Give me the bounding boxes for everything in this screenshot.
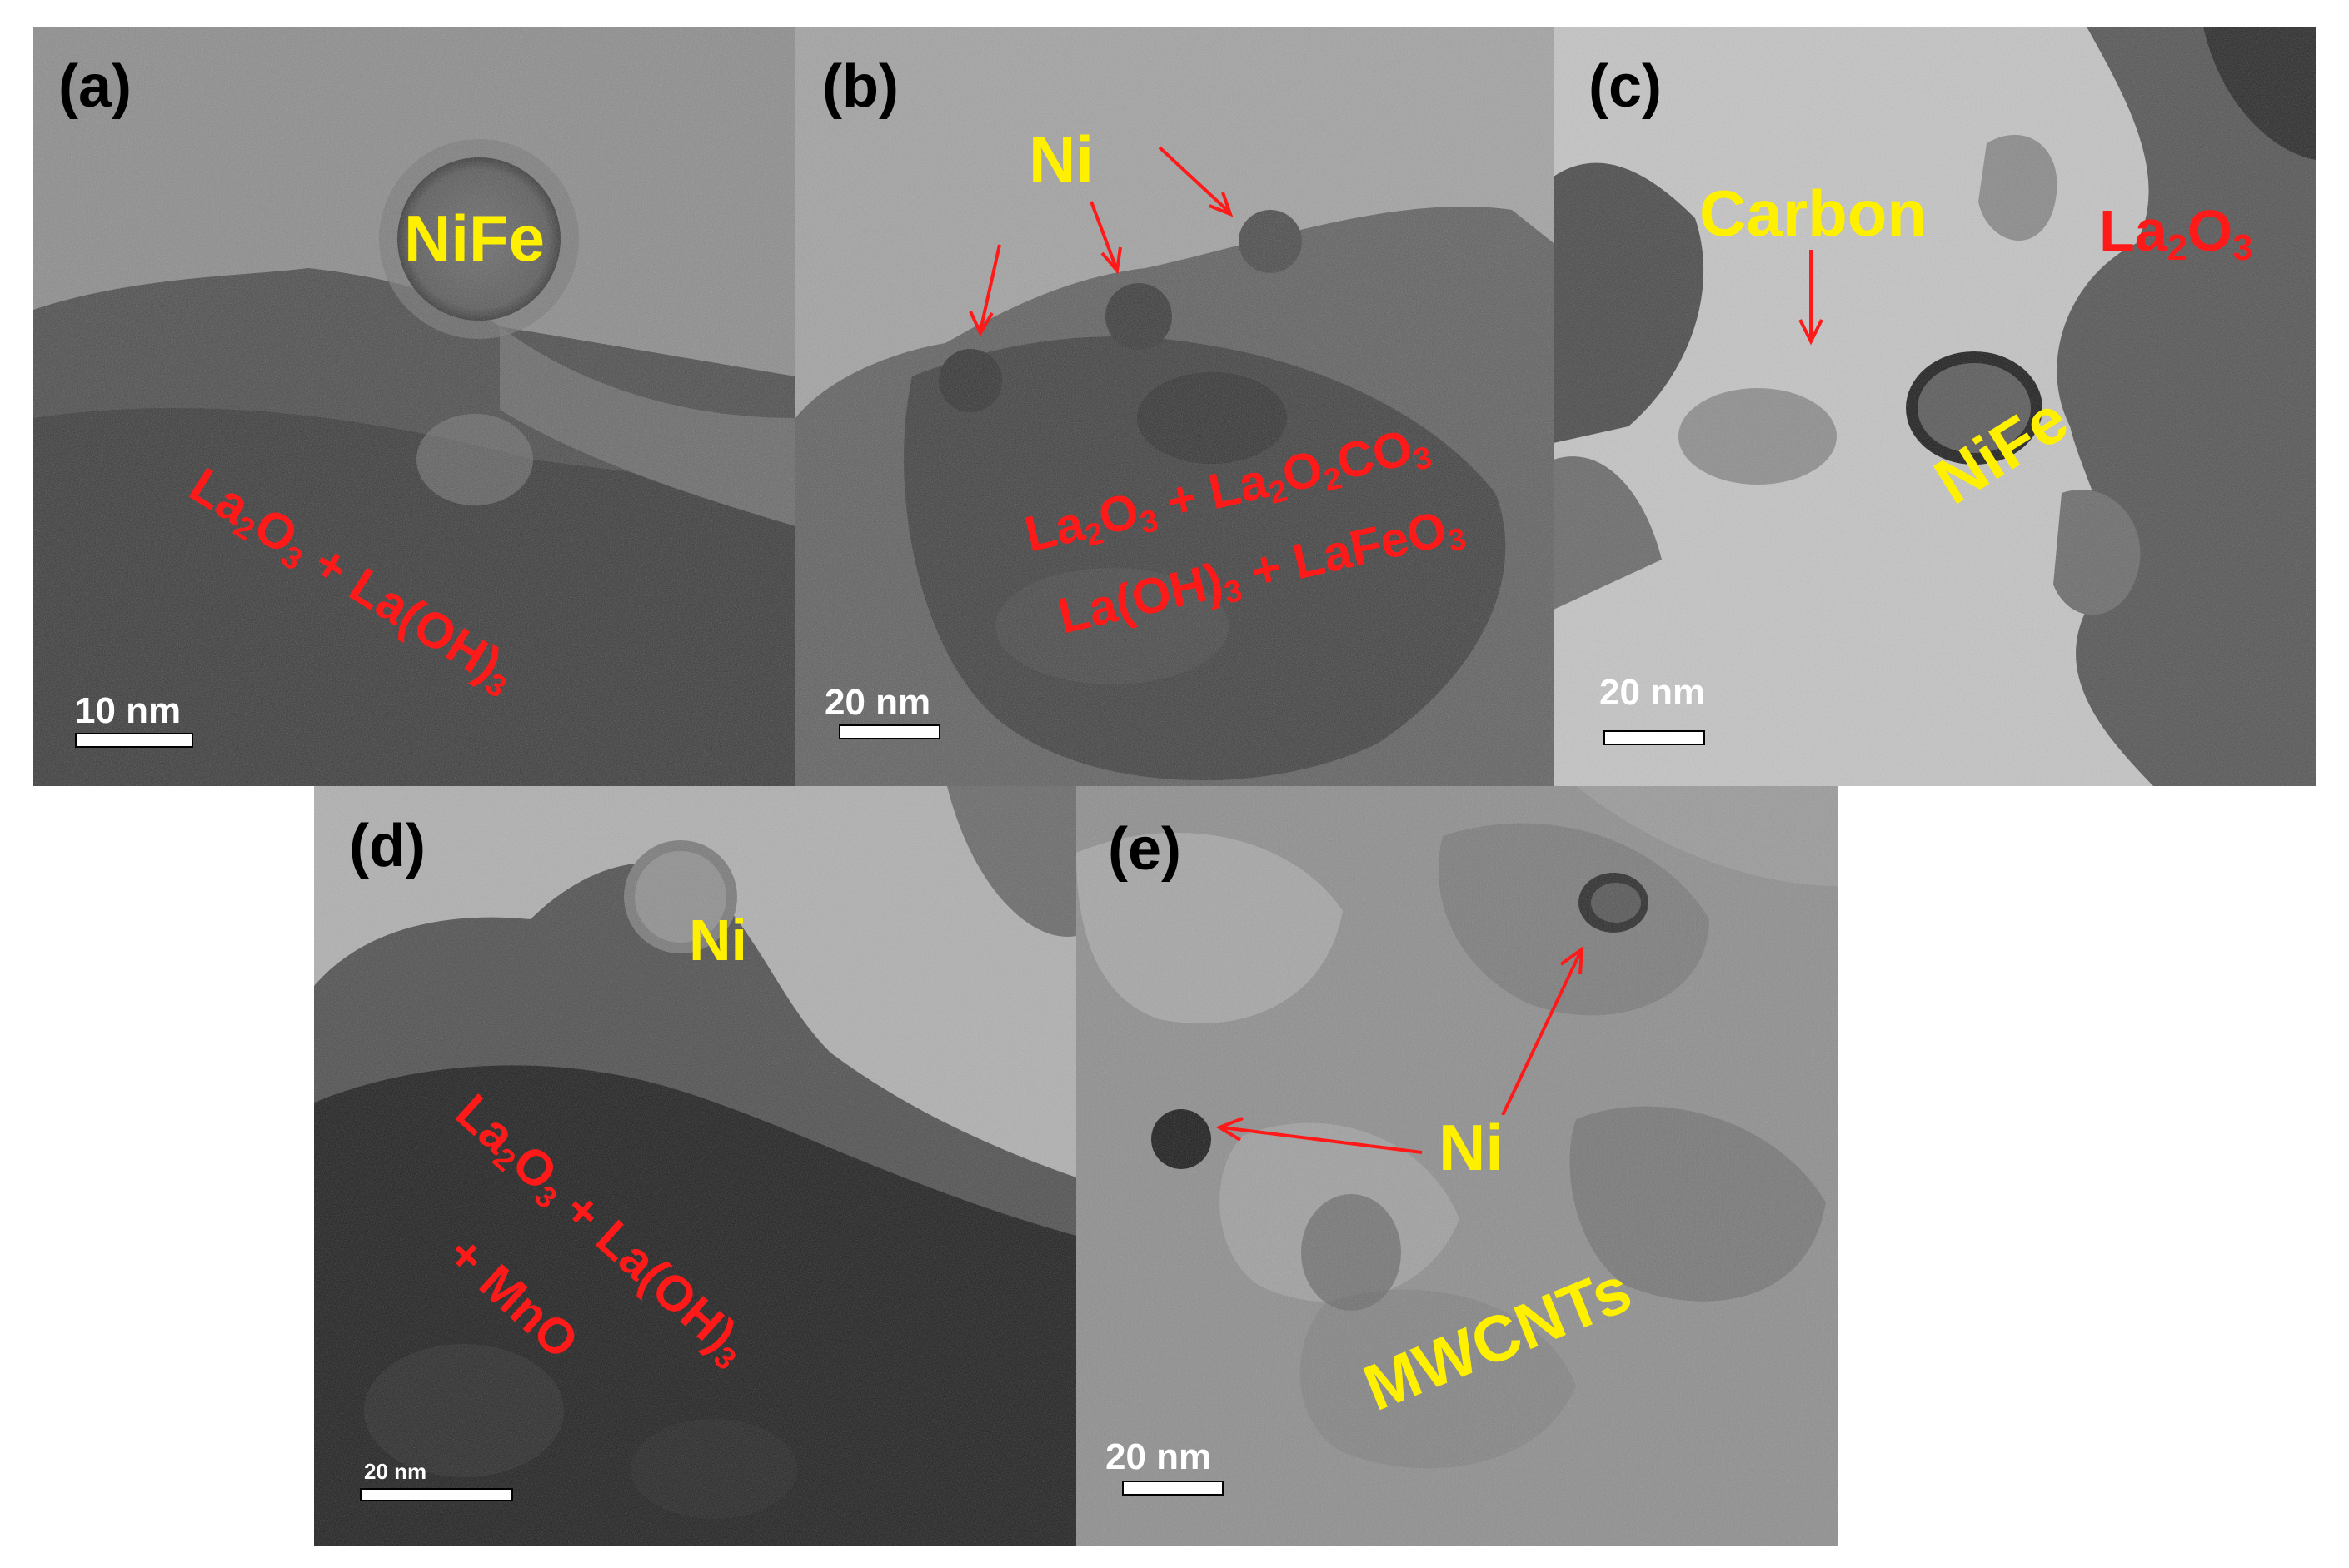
nife-particle-label: NiFe xyxy=(404,202,546,275)
ni-particle-label-e: Ni xyxy=(1439,1111,1504,1184)
scalebar-text-b: 20 nm xyxy=(825,682,931,723)
tem-image-e xyxy=(1076,786,1838,1546)
carbon-support-label: Carbon xyxy=(1699,177,1927,250)
formula-subscript: 3 xyxy=(2232,227,2253,268)
tem-panel-b: (b) Ni La2O3 + La2O2CO3 La(OH)3 + LaFeO3… xyxy=(795,27,1554,786)
formula-text: La xyxy=(1020,495,1090,563)
tem-panel-a: (a) NiFe La2O3 + La(OH)3 10 nm xyxy=(33,27,795,786)
scalebar-c xyxy=(1603,730,1705,745)
tem-image-b xyxy=(795,27,1554,786)
tem-image-d xyxy=(314,786,1076,1546)
formula-text: O xyxy=(2187,198,2233,263)
phase-label-c: La2O3 xyxy=(2099,202,2252,266)
panel-label-e: (e) xyxy=(1108,816,1181,883)
panel-label-a: (a) xyxy=(58,53,132,120)
scalebar-text-c: 20 nm xyxy=(1599,672,1706,713)
ni-particle-label-b: Ni xyxy=(1029,122,1094,196)
formula-subscript: 2 xyxy=(2167,227,2187,268)
scalebar-b xyxy=(839,724,940,739)
formula-text: La xyxy=(2099,198,2167,263)
scalebar-a xyxy=(75,733,193,748)
scalebar-e xyxy=(1122,1481,1224,1496)
tem-image-c xyxy=(1554,27,2316,786)
scalebar-d xyxy=(360,1488,513,1501)
tem-image-a xyxy=(33,27,795,786)
tem-panel-c: (c) Carbon NiFe La2O3 20 nm xyxy=(1554,27,2316,786)
panel-label-b: (b) xyxy=(822,53,899,120)
scalebar-text-d: 20 nm xyxy=(364,1459,427,1484)
panel-label-d: (d) xyxy=(349,813,426,879)
ni-particle-label-d: Ni xyxy=(689,908,747,973)
tem-panel-d: (d) Ni La2O3 + La(OH)3 + MnO 20 nm xyxy=(314,786,1076,1546)
tem-panel-e: (e) Ni MWCNTs 20 nm xyxy=(1076,786,1838,1546)
scalebar-text-e: 20 nm xyxy=(1105,1436,1212,1477)
panel-label-c: (c) xyxy=(1588,53,1662,120)
scalebar-text-a: 10 nm xyxy=(75,690,182,731)
